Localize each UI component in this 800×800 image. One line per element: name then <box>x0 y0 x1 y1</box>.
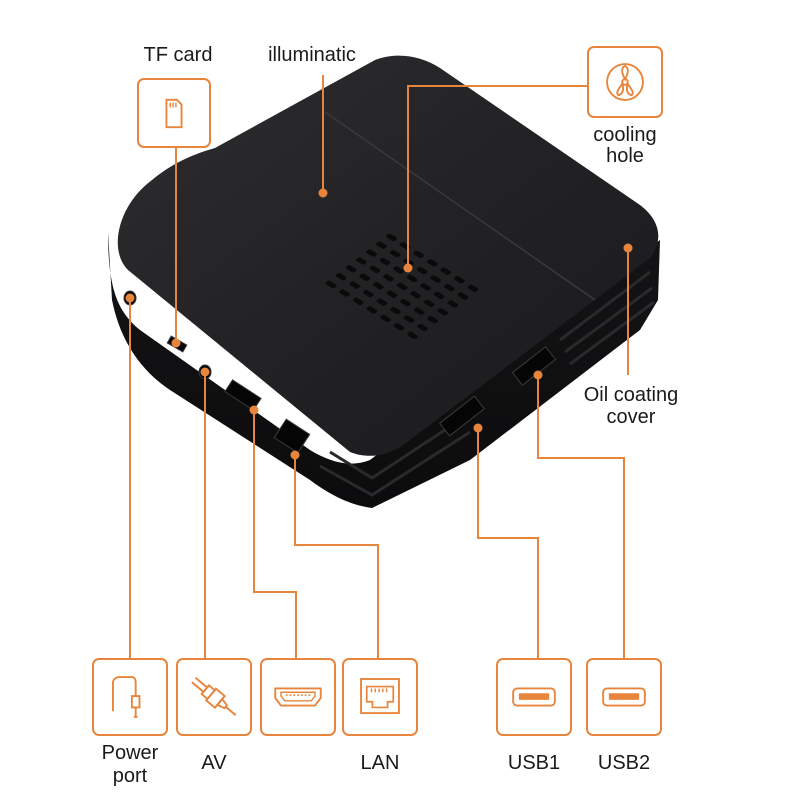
side-vents <box>319 270 655 497</box>
power-port-icon-box <box>92 658 168 736</box>
lan-label: LAN <box>360 752 400 774</box>
power-port-label-line2: port <box>112 765 148 787</box>
leader-dots <box>125 188 633 460</box>
cooling-hole-grid <box>325 233 479 339</box>
cooling-icon-box <box>587 46 663 118</box>
usb-port-icon <box>602 687 646 707</box>
usb2-icon-box <box>586 658 662 736</box>
av-label: AV <box>201 752 227 774</box>
usb1-icon-box <box>496 658 572 736</box>
illuminatic-label: illuminatic <box>268 44 356 66</box>
hdmi-port-icon <box>274 687 322 707</box>
usb-port-icon <box>512 687 556 707</box>
top-seam <box>324 111 596 301</box>
usb2-label: USB2 <box>597 752 651 774</box>
power-jack-icon <box>112 676 141 718</box>
leader-lines <box>129 75 629 658</box>
oil-coating-label-line2: cover <box>606 406 656 428</box>
sd-card-icon <box>165 98 183 129</box>
cooling-hole-label-line1: cooling <box>593 124 657 146</box>
lan-icon-box <box>342 658 418 736</box>
fan-icon <box>606 63 644 101</box>
device-top-face <box>117 55 659 456</box>
tf-card-icon-box <box>137 78 211 148</box>
ethernet-port-icon <box>360 678 400 715</box>
tf-card-label: TF card <box>143 44 213 66</box>
power-port-label-line1: Power <box>101 742 159 764</box>
cooling-hole-label-line2: hole <box>606 145 644 167</box>
usb1-label: USB1 <box>507 752 561 774</box>
av-plug-icon <box>191 677 237 716</box>
hdmi-icon-box <box>260 658 336 736</box>
oil-coating-label-line1: Oil coating <box>583 384 679 406</box>
av-icon-box <box>176 658 252 736</box>
